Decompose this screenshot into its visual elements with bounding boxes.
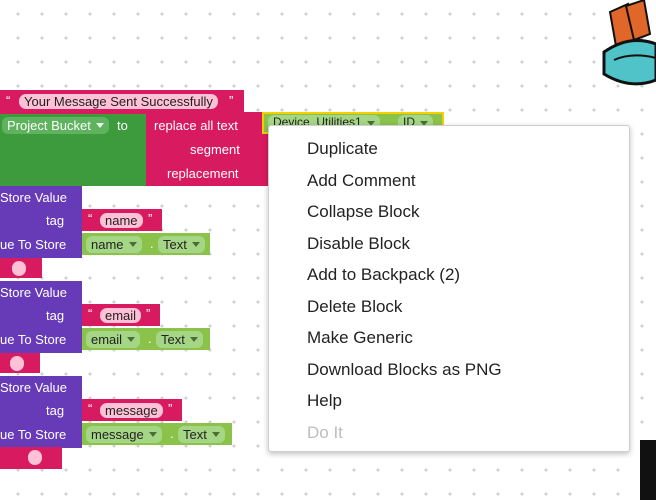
- chevron-down-icon: [148, 432, 157, 437]
- quote-open: “: [88, 401, 93, 416]
- segment-label: segment: [190, 142, 240, 157]
- partial-panel-edge: [640, 440, 656, 500]
- tag-label: tag: [46, 308, 65, 323]
- chevron-down-icon: [128, 242, 137, 247]
- chevron-down-icon: [95, 123, 104, 128]
- quote-close: ”: [148, 211, 153, 226]
- menu-item-make-generic[interactable]: Make Generic: [307, 328, 413, 347]
- value-to-store-label: ue To Store: [0, 332, 67, 347]
- component-label: email: [91, 332, 123, 347]
- menu-item-add-to-backpack[interactable]: Add to Backpack (2): [307, 265, 461, 284]
- store-value-block[interactable]: [0, 281, 82, 353]
- empty-string[interactable]: [12, 261, 26, 276]
- chevron-down-icon: [127, 337, 136, 342]
- dot-separator: .: [150, 236, 154, 251]
- project-bucket-label: Project Bucket: [7, 118, 91, 133]
- store-value-label: Store Value: [0, 285, 67, 300]
- store-value-label: Store Value: [0, 380, 67, 395]
- menu-item-download-png[interactable]: Download Blocks as PNG: [307, 359, 502, 379]
- component-dropdown[interactable]: email: [86, 331, 141, 348]
- property-dropdown[interactable]: Text: [156, 331, 203, 348]
- property-label: Text: [183, 427, 207, 442]
- chevron-down-icon: [420, 121, 428, 126]
- store-value-block[interactable]: [0, 376, 82, 448]
- quote-open: “: [88, 211, 93, 226]
- replacement-label: replacement: [167, 166, 239, 181]
- menu-item-do-it: Do It: [307, 422, 343, 442]
- quote-close: ”: [168, 401, 173, 416]
- dot-separator: .: [170, 426, 174, 441]
- replace-all-text-label: replace all text: [154, 118, 238, 133]
- tag-string[interactable]: email: [100, 308, 142, 323]
- quote-open: “: [6, 93, 11, 108]
- menu-item-collapse-block[interactable]: Collapse Block: [307, 202, 420, 221]
- component-label: name: [91, 237, 124, 252]
- property-dropdown[interactable]: Text: [158, 236, 205, 253]
- chevron-down-icon: [211, 432, 220, 437]
- property-label: Text: [161, 332, 185, 347]
- component-dropdown[interactable]: name: [86, 236, 142, 253]
- property-dropdown[interactable]: Text: [178, 426, 225, 443]
- empty-string[interactable]: [28, 450, 42, 465]
- message-string[interactable]: Your Message Sent Successfully: [19, 94, 218, 109]
- project-bucket-dropdown[interactable]: Project Bucket: [2, 117, 109, 134]
- dot-separator: .: [148, 331, 152, 346]
- store-value-block[interactable]: [0, 186, 82, 258]
- store-value-label: Store Value: [0, 190, 67, 205]
- context-menu: Duplicate Add Comment Collapse Block Dis…: [268, 125, 630, 452]
- chevron-down-icon: [191, 242, 200, 247]
- menu-item-disable-block[interactable]: Disable Block: [307, 233, 410, 253]
- tag-label: tag: [46, 213, 65, 228]
- menu-item-duplicate[interactable]: Duplicate: [307, 139, 378, 158]
- quote-open: “: [88, 306, 93, 321]
- component-label: message: [91, 427, 144, 442]
- quote-close: ”: [229, 93, 234, 108]
- menu-item-add-comment[interactable]: Add Comment: [307, 170, 416, 190]
- tag-string[interactable]: message: [100, 403, 163, 418]
- app-logo-icon: [602, 0, 656, 86]
- property-label: Text: [163, 237, 187, 252]
- menu-item-help[interactable]: Help: [307, 391, 342, 410]
- to-label: to: [117, 118, 128, 133]
- value-to-store-label: ue To Store: [0, 237, 67, 252]
- value-to-store-label: ue To Store: [0, 427, 67, 442]
- chevron-down-icon: [366, 121, 375, 126]
- component-dropdown[interactable]: message: [86, 426, 162, 443]
- quote-close: ”: [146, 306, 151, 321]
- empty-string[interactable]: [10, 356, 24, 371]
- tag-string[interactable]: name: [100, 213, 143, 228]
- chevron-down-icon: [189, 337, 198, 342]
- tag-label: tag: [46, 403, 65, 418]
- replace-all-text-block[interactable]: [146, 112, 268, 186]
- menu-item-delete-block[interactable]: Delete Block: [307, 296, 403, 316]
